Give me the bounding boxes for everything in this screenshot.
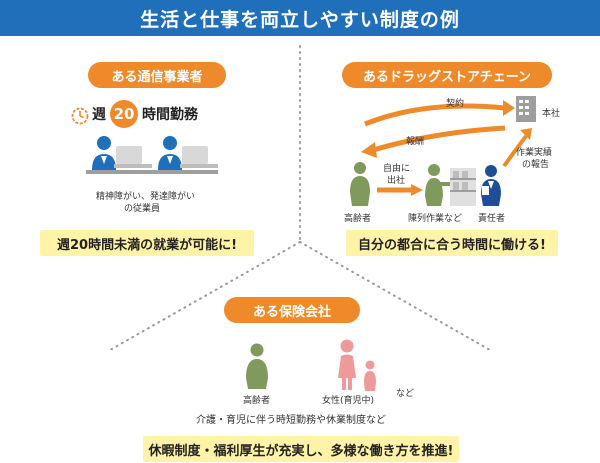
section1-caption-line1: 精神障がい、発達障がい <box>96 192 196 202</box>
section2-pill-label: あるドラッグストアチェーン <box>362 69 532 85</box>
arrow-icon <box>502 128 532 168</box>
section3-pill-label: ある保険会社 <box>252 304 331 320</box>
child-icon <box>364 360 376 391</box>
section1-caption-line2: の従業員 <box>124 204 161 214</box>
section3-elderly-label: 高齢者 <box>243 396 271 406</box>
office-worker-icon <box>152 136 218 174</box>
head-office-label: 本社 <box>542 109 561 119</box>
contract-label: 契約 <box>446 99 465 109</box>
freely-label: 自由に <box>383 164 411 174</box>
report-label-line1: 作業実績 <box>516 148 553 158</box>
woman-label: 女性(育児中) <box>322 396 375 406</box>
hours-prefix: 週 <box>92 107 106 123</box>
arrow-icon <box>361 100 515 158</box>
hours-number-badge: 20 <box>110 100 138 128</box>
reward-label: 報酬 <box>406 137 425 147</box>
section3-banner-text: 休暇制度・福利厚生が充実し、多様な働き方を推進! <box>148 443 454 459</box>
elderly-person-icon <box>246 343 268 389</box>
shelf-icon <box>425 164 476 206</box>
hours-suffix: 時間勤務 <box>142 107 198 123</box>
building-icon <box>516 96 536 122</box>
manager-icon <box>481 165 501 206</box>
section1-pill-label: ある通信事業者 <box>111 69 203 85</box>
page-title: 生活と仕事を両立しやすい制度の例 <box>140 8 460 31</box>
section1-banner: 週20時間未満の就業が可能に! <box>40 230 254 256</box>
office-worker-icon <box>86 136 152 174</box>
divider-right-diagonal <box>299 241 491 351</box>
shelving-label: 陳列作業など <box>408 214 463 224</box>
title-bar: 生活と仕事を両立しやすい制度の例 <box>0 0 600 36</box>
section2-pill: あるドラッグストアチェーン <box>342 62 552 88</box>
report-label-line2: の報告 <box>522 160 550 170</box>
divider-left-diagonal <box>109 241 301 351</box>
elderly-label: 高齢者 <box>344 214 372 224</box>
section2-banner-text: 自分の都合に合う時間に働ける! <box>358 237 546 253</box>
woman-icon <box>338 339 356 390</box>
section1-banner-text: 週20時間未満の就業が可能に! <box>56 237 238 253</box>
etc-label: など <box>396 389 415 399</box>
section3-caption: 介護・育児に伴う時短勤務や休業制度など <box>196 415 386 426</box>
elderly-person-icon <box>350 162 370 206</box>
go-to-work-label: 出社 <box>387 176 406 186</box>
section3-banner: 休暇制度・福利厚生が充実し、多様な働き方を推進! <box>143 436 459 462</box>
manager-label: 責任者 <box>478 214 506 224</box>
hours-label: 週 20 時間勤務 <box>92 100 198 128</box>
section3-pill: ある保険会社 <box>224 297 360 323</box>
section1-pill: ある通信事業者 <box>88 62 226 88</box>
arrow-icon <box>377 184 423 196</box>
clock-icon <box>71 107 89 125</box>
section2-banner: 自分の都合に合う時間に働ける! <box>346 230 558 256</box>
